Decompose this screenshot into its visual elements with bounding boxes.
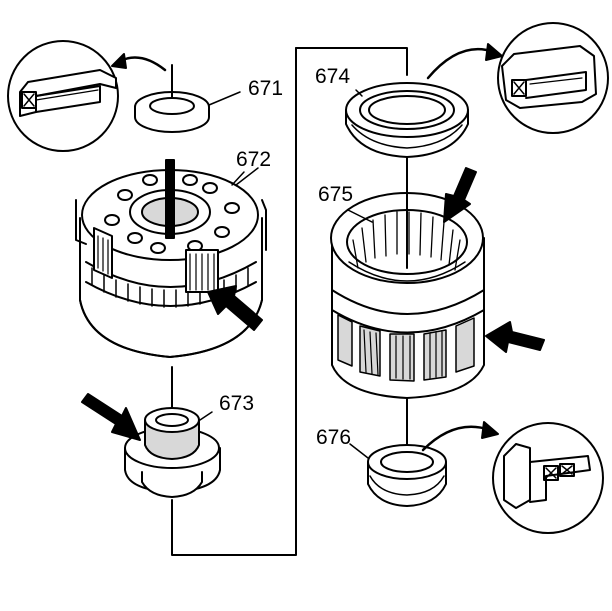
part-676-seal [367, 444, 447, 507]
arrow-pointer-icon [421, 421, 499, 452]
part-675-ring-gear [330, 192, 485, 399]
part-672-carrier [75, 159, 267, 358]
callout-674: 674 [315, 65, 351, 88]
arrow-pointer-icon [111, 53, 167, 72]
magnifier-detail-icon [7, 40, 119, 152]
arrow-pointer-icon [426, 43, 503, 80]
callout-676: 676 [316, 426, 352, 449]
callout-leader-lines [199, 89, 369, 459]
arrow-pointer-icon [485, 321, 545, 353]
arrow-pointer-icon [81, 393, 141, 441]
part-671-seal-ring [134, 89, 241, 133]
part-673-hub [124, 407, 221, 498]
arrow-pointer-icon [207, 285, 263, 331]
magnifier-detail-icon [492, 422, 604, 534]
magnifier-detail-icon [497, 22, 609, 134]
callout-671: 671 [248, 77, 284, 100]
arrow-pointer-icon [443, 167, 477, 223]
callout-672: 672 [236, 148, 272, 171]
part-674-bearing [345, 82, 469, 158]
callout-673: 673 [219, 392, 255, 415]
callout-675: 675 [318, 183, 354, 206]
